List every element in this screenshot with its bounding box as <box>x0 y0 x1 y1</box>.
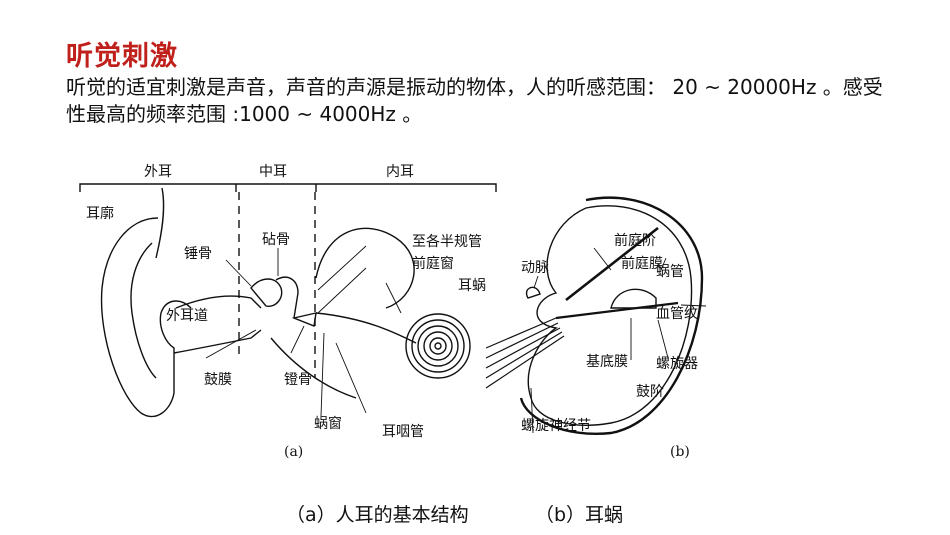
label-cochlear-duct: 蜗管 <box>656 264 684 280</box>
ear-canal-shape <box>173 295 262 354</box>
label-oval-window: 前庭窗 <box>412 255 454 272</box>
body-paragraph: 听觉的适宜刺激是声音，声音的声源是振动的物体，人的听感范围： 20 ~ 2000… <box>66 75 883 126</box>
malleus-shape <box>250 278 283 307</box>
caption-b: （b）耳蜗 <box>535 504 624 526</box>
label-organ-of-corti: 螺旋器 <box>656 356 698 372</box>
slide-title: 听觉刺激 <box>66 41 178 72</box>
label-scala-vestibuli: 前庭阶 <box>614 232 656 249</box>
organ-of-corti-shape <box>610 288 657 309</box>
pinna-shape <box>100 217 192 418</box>
incus-shape <box>275 276 299 319</box>
label-stapes: 镫骨 <box>284 372 312 388</box>
label-semicircular: 至各半规管 <box>412 234 482 250</box>
caption-a: （a）人耳的基本结构 <box>286 504 469 526</box>
label-vestibular-membrane: 前庭膜 <box>621 255 663 272</box>
eustachian-tube <box>270 337 357 399</box>
label-eardrum: 鼓膜 <box>204 372 232 388</box>
label-malleus: 锤骨 <box>184 246 212 262</box>
pinna-inner <box>130 242 157 379</box>
label-panel-b: (b) <box>670 444 690 460</box>
vestibule-line <box>315 312 417 344</box>
leader-lines-b <box>530 247 706 434</box>
panel-b-cochlea <box>485 196 706 436</box>
stapes-shape <box>291 312 317 327</box>
label-cochlea: 耳蜗 <box>458 278 486 294</box>
semicircular-shape <box>315 227 415 309</box>
label-inner-ear: 内耳 <box>386 164 414 180</box>
cochlea-outline <box>527 205 693 426</box>
bony-wall <box>519 196 704 436</box>
panel-b-labels: 动脉 前庭阶 前庭膜 蜗管 血管纹 基底膜 螺旋器 鼓阶 螺旋神经节 (b) <box>521 232 698 460</box>
vestibular-membrane-line <box>565 226 659 302</box>
label-pinna: 耳廓 <box>86 205 114 222</box>
pinna-ridge <box>155 187 165 259</box>
label-ear-canal: 外耳道 <box>166 308 208 324</box>
label-round-window: 蜗窗 <box>314 415 342 432</box>
label-eustachian: 耳咽管 <box>382 424 424 440</box>
panel-a-labels: 外耳 中耳 内耳 耳廓 锤骨 砧骨 至各半规管 前庭窗 耳蜗 外耳道 鼓膜 镫骨… <box>86 164 486 460</box>
panel-a-ear-structure <box>79 183 497 418</box>
label-spiral-ganglion: 螺旋神经节 <box>521 418 591 434</box>
leader-lines <box>205 245 402 417</box>
spiral-ganglion-fibers <box>485 317 565 389</box>
label-panel-a: (a) <box>284 444 303 460</box>
cochlea-spiral <box>405 313 471 379</box>
region-bracket <box>79 183 497 192</box>
label-scala-tympani: 鼓阶 <box>636 384 664 400</box>
ear-anatomy-figure: 外耳 中耳 内耳 耳廓 锤骨 砧骨 至各半规管 前庭窗 耳蜗 外耳道 鼓膜 镫骨… <box>79 164 706 460</box>
label-outer-ear: 外耳 <box>144 164 172 180</box>
label-incus: 砧骨 <box>262 232 290 248</box>
label-middle-ear: 中耳 <box>259 164 287 180</box>
label-artery: 动脉 <box>521 260 549 276</box>
label-basilar-membrane: 基底膜 <box>586 353 628 370</box>
artery-shape <box>525 286 541 299</box>
basilar-membrane-line <box>555 301 679 320</box>
label-stria-vascularis: 血管纹 <box>656 306 698 322</box>
